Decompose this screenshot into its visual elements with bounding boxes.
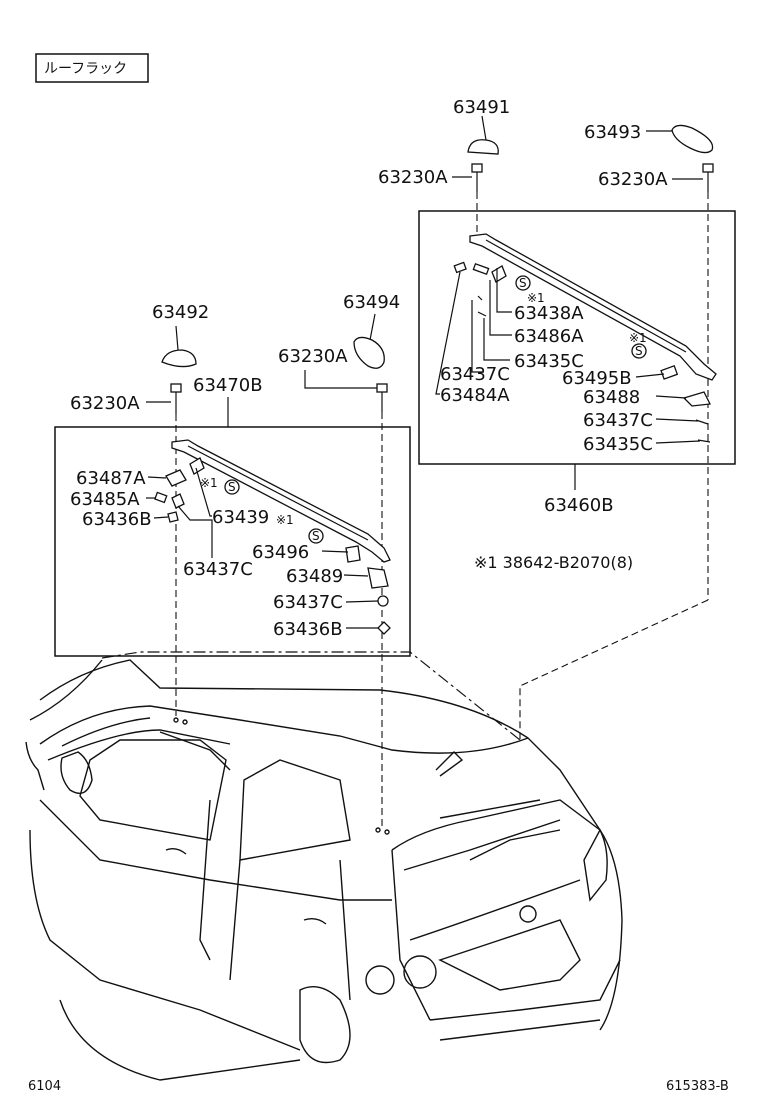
right-rack-small-parts bbox=[453, 261, 711, 443]
label-63439: 63439 bbox=[212, 507, 269, 528]
label-63460b: 63460B bbox=[544, 495, 614, 516]
svg-text:※1: ※1 bbox=[629, 331, 647, 345]
label-63492: 63492 bbox=[152, 302, 209, 323]
label-63436b-l1: 63436B bbox=[82, 509, 152, 530]
svg-text:S: S bbox=[519, 276, 527, 290]
right-rack-box bbox=[418, 210, 736, 465]
title-text: ルーフラック bbox=[44, 61, 127, 77]
bolt-right-front bbox=[471, 163, 483, 192]
title-box: ルーフラック bbox=[35, 53, 149, 83]
label-63487a: 63487A bbox=[76, 468, 146, 489]
bolt-left-rear bbox=[376, 383, 388, 412]
car-body bbox=[25, 659, 623, 1081]
cover-63494 bbox=[353, 336, 385, 369]
label-63437c-l2: 63437C bbox=[273, 592, 343, 613]
svg-text:※1: ※1 bbox=[527, 291, 545, 305]
bolt-left-front bbox=[170, 383, 182, 414]
label-63438a: 63438A bbox=[514, 303, 584, 324]
label-63230a-r2: 63230A bbox=[598, 169, 668, 190]
label-63493: 63493 bbox=[584, 122, 641, 143]
bolt-right-rear bbox=[702, 163, 714, 192]
label-63494: 63494 bbox=[343, 292, 400, 313]
label-63230a-l1: 63230A bbox=[278, 346, 348, 367]
label-63437c-r1: 63437C bbox=[440, 364, 510, 385]
footer-right-code: 615383-B bbox=[666, 1079, 729, 1094]
label-63489: 63489 bbox=[286, 566, 343, 587]
label-63495b: 63495B bbox=[562, 368, 632, 389]
label-63435c-r1: 63435C bbox=[514, 351, 584, 372]
label-63436b-l2: 63436B bbox=[273, 619, 343, 640]
svg-text:S: S bbox=[228, 480, 236, 494]
footer-left-code: 6104 bbox=[28, 1079, 61, 1094]
svg-text:S: S bbox=[635, 344, 643, 358]
svg-text:※1: ※1 bbox=[200, 476, 218, 490]
label-63437c-r2: 63437C bbox=[583, 410, 653, 431]
svg-text:S: S bbox=[312, 529, 320, 543]
label-63486a: 63486A bbox=[514, 326, 584, 347]
cover-63492 bbox=[161, 349, 197, 368]
label-63437c-l1: 63437C bbox=[183, 559, 253, 580]
svg-text:※1: ※1 bbox=[276, 513, 294, 527]
right-roof-rail bbox=[469, 233, 717, 381]
label-63230a-l2: 63230A bbox=[70, 393, 140, 414]
label-63484a: 63484A bbox=[440, 385, 510, 406]
label-63230a-r1: 63230A bbox=[378, 167, 448, 188]
label-63491: 63491 bbox=[453, 97, 510, 118]
label-63470b: 63470B bbox=[193, 375, 263, 396]
left-rack-box bbox=[54, 426, 411, 657]
cover-63491 bbox=[467, 139, 499, 155]
reference-note: ※1 38642-B2070(8) bbox=[474, 553, 633, 572]
label-63496: 63496 bbox=[252, 542, 309, 563]
label-63488: 63488 bbox=[583, 387, 640, 408]
cover-63493 bbox=[671, 124, 714, 154]
left-roof-rail bbox=[171, 439, 391, 563]
left-rack-small-parts bbox=[154, 457, 391, 635]
label-63485a: 63485A bbox=[70, 489, 140, 510]
label-63435c-r2: 63435C bbox=[583, 434, 653, 455]
